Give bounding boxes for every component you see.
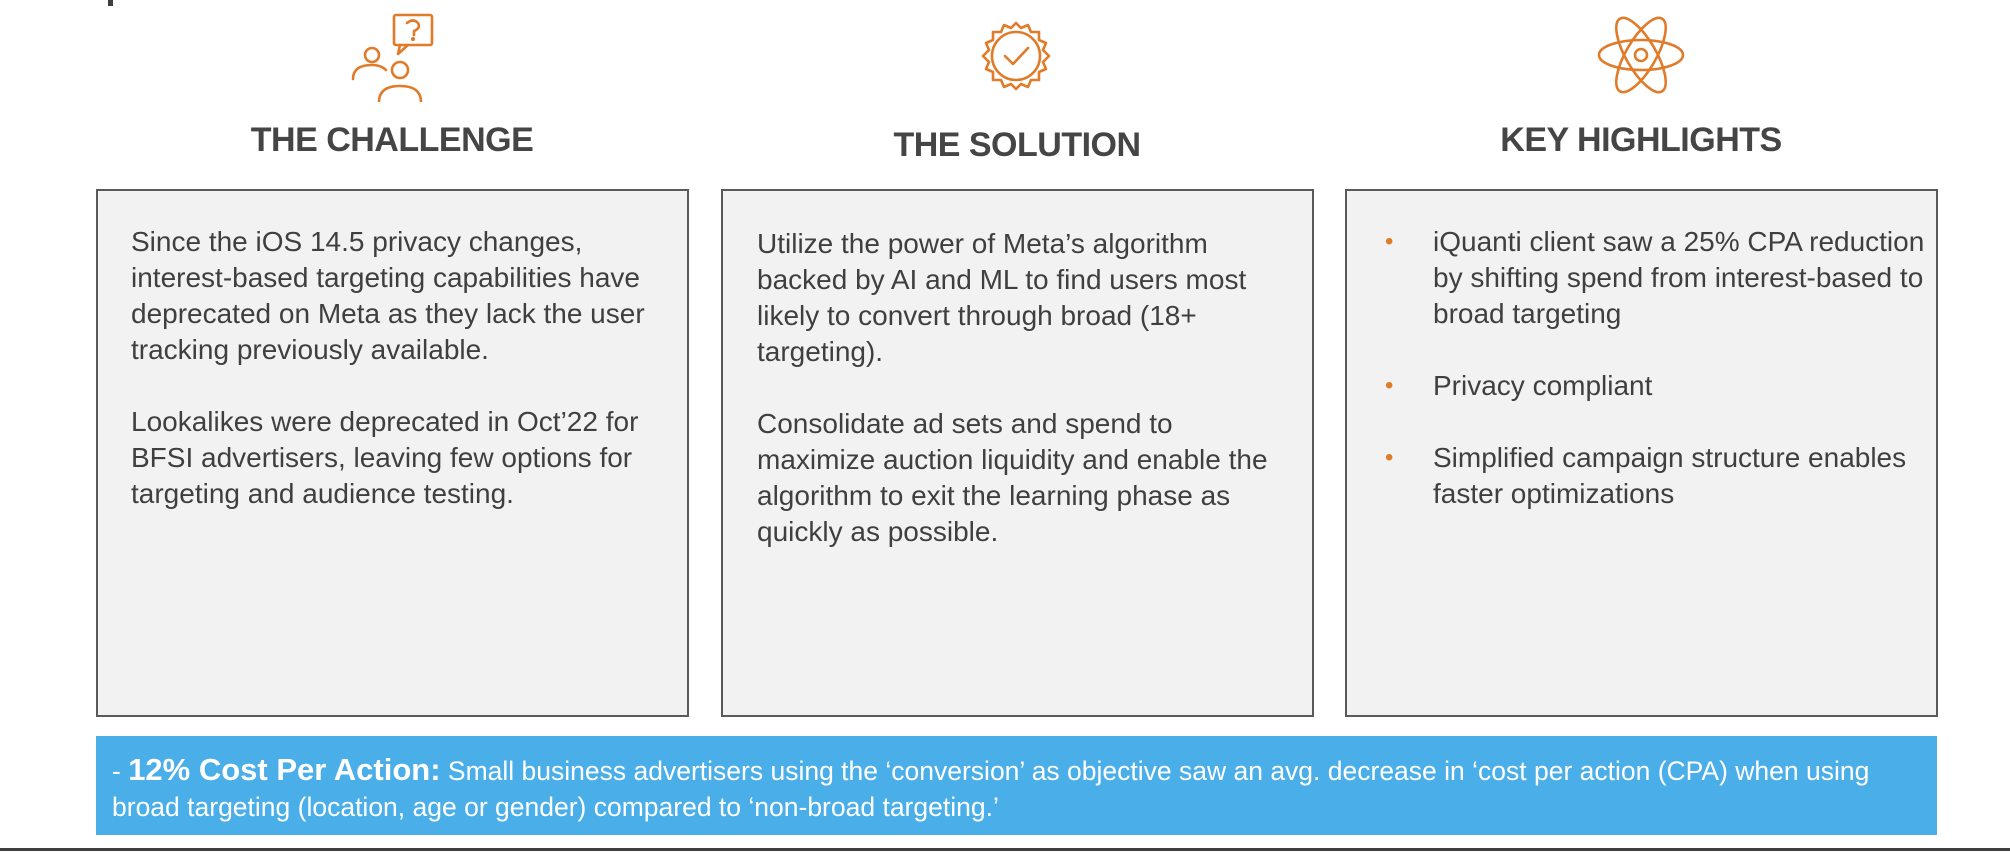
challenge-title: THE CHALLENGE xyxy=(250,121,534,159)
bullet-text: Privacy compliant xyxy=(1433,370,1653,401)
stat-banner: - 12% Cost Per Action: Small business ad… xyxy=(96,736,1937,835)
badge-check-icon xyxy=(971,10,1061,102)
highlights-list: • iQuanti client saw a 25% CPA reduction… xyxy=(1385,224,1925,512)
list-item: • iQuanti client saw a 25% CPA reduction… xyxy=(1385,224,1925,332)
banner-text: Small business advertisers using the ‘co… xyxy=(112,756,1870,822)
highlights-text: • iQuanti client saw a 25% CPA reduction… xyxy=(1385,224,1925,548)
banner-highlight: 12% Cost Per Action: xyxy=(128,752,441,787)
bullet-marker: • xyxy=(1385,228,1394,255)
bullet-marker: • xyxy=(1385,372,1394,399)
solution-paragraph: Utilize the power of Meta’s algorithm ba… xyxy=(757,228,1247,367)
atom-icon xyxy=(1596,9,1686,101)
bottom-divider xyxy=(0,848,2010,851)
list-item: • Privacy compliant xyxy=(1385,368,1925,404)
banner-prefix: - xyxy=(112,756,129,786)
bullet-text: Simplified campaign structure enables fa… xyxy=(1433,442,1907,509)
challenge-text: Since the iOS 14.5 privacy changes, inte… xyxy=(131,224,671,548)
solution-title: THE SOLUTION xyxy=(893,126,1141,164)
title-fragment xyxy=(108,0,113,6)
bullet-marker: • xyxy=(1385,444,1394,471)
solution-text: Utilize the power of Meta’s algorithm ba… xyxy=(757,226,1297,586)
list-item: • Simplified campaign structure enables … xyxy=(1385,440,1925,512)
solution-panel xyxy=(721,189,1314,717)
challenge-paragraph: Since the iOS 14.5 privacy changes, inte… xyxy=(131,226,645,365)
solution-paragraph: Consolidate ad sets and spend to maximiz… xyxy=(757,408,1268,547)
challenge-paragraph: Lookalikes were deprecated in Oct’22 for… xyxy=(131,406,639,509)
highlights-panel xyxy=(1345,189,1938,717)
people-question-icon xyxy=(348,10,438,102)
bullet-text: iQuanti client saw a 25% CPA reduction b… xyxy=(1433,226,1925,329)
highlights-title: KEY HIGHLIGHTS xyxy=(1500,121,1782,159)
challenge-panel xyxy=(96,189,689,717)
